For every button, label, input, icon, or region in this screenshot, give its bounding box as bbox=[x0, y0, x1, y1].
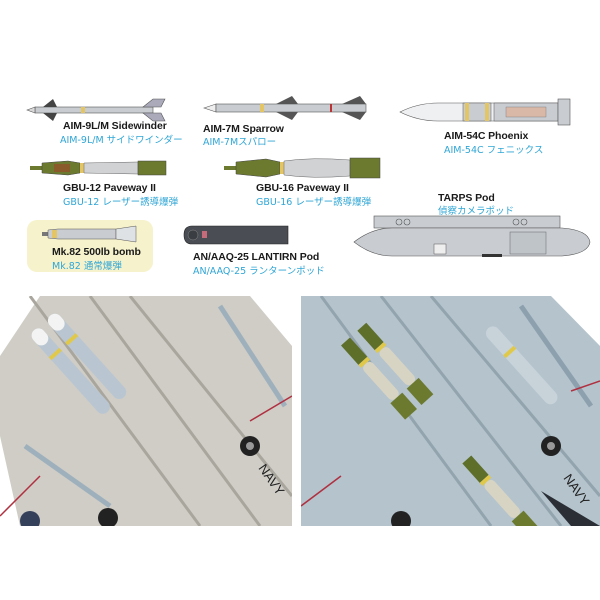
mk82-bomb-illustration bbox=[42, 225, 137, 243]
gbu16-illustration bbox=[224, 157, 381, 179]
gbu12-label-jp: GBU-12 レーザー誘導爆弾 bbox=[63, 197, 179, 208]
aim7-sparrow-illustration bbox=[203, 96, 367, 120]
gbu12-label-en: GBU-12 Paveway II bbox=[63, 182, 156, 194]
aim7-label-en: AIM-7M Sparrow bbox=[203, 123, 284, 135]
tarps-label-en: TARPS Pod bbox=[438, 192, 495, 204]
aim54-label-en: AIM-54C Phoenix bbox=[444, 130, 529, 142]
photo-left-phoenix-loadout: NAVY bbox=[0, 296, 292, 526]
aim9-sidewinder-illustration bbox=[26, 98, 166, 122]
aim54-phoenix-illustration bbox=[399, 98, 571, 126]
aim9-label-en: AIM-9L/M Sidewinder bbox=[63, 120, 167, 132]
mk82-label-en: Mk.82 500lb bomb bbox=[52, 246, 141, 258]
lantirn-label-en: AN/AAQ-25 LANTIRN Pod bbox=[193, 251, 320, 263]
gbu16-label-jp: GBU-16 レーザー誘導爆弾 bbox=[256, 197, 372, 208]
lantirn-pod-illustration bbox=[183, 225, 289, 245]
aim54-label-jp: AIM-54C フェニックス bbox=[444, 145, 544, 156]
photo-right-bomb-loadout: NAVY bbox=[301, 296, 600, 526]
tarps-pod-illustration bbox=[353, 215, 591, 257]
tarps-label-jp: 偵察カメラポッド bbox=[438, 206, 515, 217]
aim9-label-jp: AIM-9L/M サイドワインダー bbox=[60, 135, 183, 146]
aim7-label-jp: AIM-7Mスパロー bbox=[203, 137, 277, 148]
gbu12-illustration bbox=[30, 160, 167, 176]
mk82-label-jp: Mk.82 通常爆弾 bbox=[52, 261, 122, 272]
gbu16-label-en: GBU-16 Paveway II bbox=[256, 182, 349, 194]
lantirn-label-jp: AN/AAQ-25 ランターンポッド bbox=[193, 266, 325, 277]
